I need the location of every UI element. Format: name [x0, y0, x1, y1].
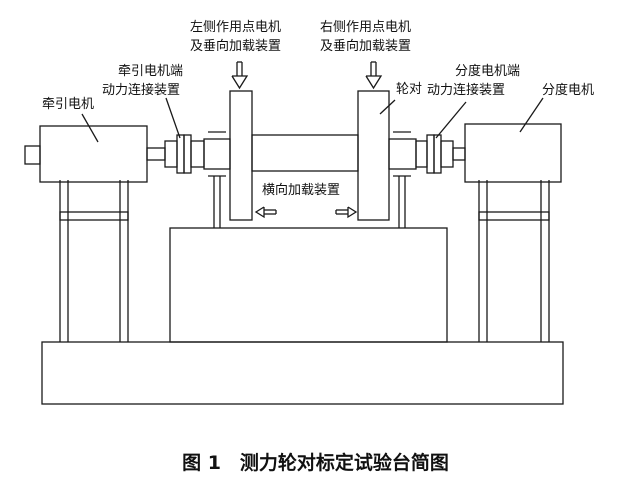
- traction-motor: [24, 125, 166, 183]
- traction-coupling: [164, 134, 205, 174]
- label-right-actuator-line1: 右侧作用点电机: [320, 20, 412, 35]
- label-left-actuator-line1: 左侧作用点电机: [190, 20, 282, 35]
- right-lateral-load-arrow: [335, 206, 358, 219]
- left-wheel: [229, 90, 253, 221]
- right-wheel: [357, 90, 390, 221]
- label-traction-coupling-line2: 动力连接装置: [102, 83, 181, 98]
- base-platform: [41, 341, 564, 405]
- leader-traction-coupling: [165, 97, 181, 139]
- left-vertical-load-arrow: [231, 61, 249, 90]
- figure-caption: 图 1 测力轮对标定试验台简图: [182, 452, 449, 474]
- right-support-column: [478, 180, 550, 342]
- right-vertical-load-arrow: [365, 61, 383, 90]
- label-left-actuator-line2: 及垂向加载装置: [190, 39, 282, 54]
- label-lateral-loader: 横向加载装置: [262, 183, 341, 198]
- indexing-motor: [464, 123, 562, 183]
- label-indexing-coupling-line1: 分度电机端: [455, 64, 521, 79]
- axle: [203, 134, 417, 172]
- label-wheelset: 轮对: [396, 82, 423, 97]
- label-traction-coupling-line1: 牵引电机端: [118, 64, 184, 79]
- axle-supports: [208, 131, 411, 228]
- leader-traction-motor: [81, 113, 99, 143]
- central-block: [169, 227, 448, 343]
- leader-indexing-coupling: [435, 101, 467, 139]
- label-indexing-coupling-line2: 动力连接装置: [427, 83, 506, 98]
- left-lateral-load-arrow: [254, 206, 277, 219]
- label-indexing-motor: 分度电机: [542, 83, 595, 98]
- left-support-column: [59, 180, 129, 342]
- label-traction-motor: 牵引电机: [42, 97, 95, 112]
- indexing-coupling: [415, 134, 466, 174]
- label-right-actuator-line2: 及垂向加载装置: [320, 39, 412, 54]
- leader-indexing-motor: [519, 97, 544, 133]
- leader-wheelset: [379, 99, 396, 115]
